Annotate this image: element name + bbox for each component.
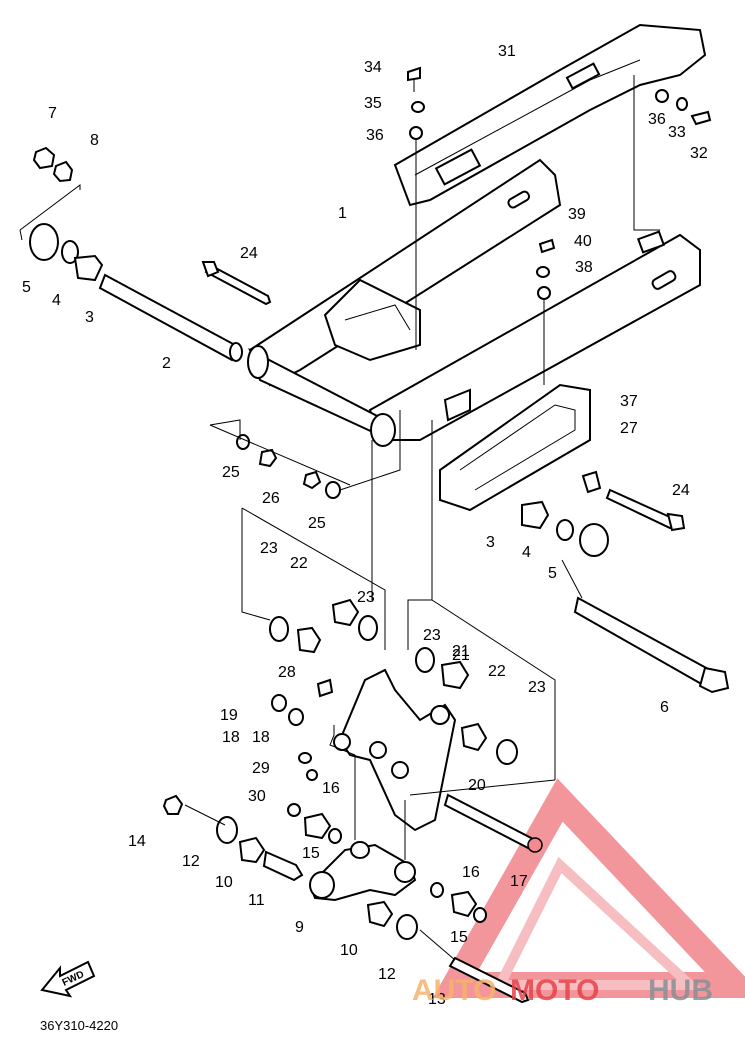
- part-label-23: 23: [423, 627, 441, 644]
- part-label-35: 35: [364, 95, 382, 112]
- part-label-12: 12: [378, 966, 396, 983]
- part-label-27: 27: [620, 420, 638, 437]
- part-label-31: 31: [498, 43, 516, 60]
- bolt-17: [443, 793, 540, 852]
- leader-lines: [19, 75, 660, 961]
- axle-bolt: [573, 596, 730, 694]
- part-label-16: 16: [462, 864, 480, 881]
- part-label-33: 33: [668, 124, 686, 141]
- part-label-18: 18: [222, 729, 240, 746]
- part-label-24: 24: [240, 245, 258, 262]
- part-label-7: 7: [48, 105, 57, 122]
- part-label-25: 25: [308, 515, 326, 532]
- part-label-17: 17: [510, 873, 528, 890]
- part-label-38: 38: [575, 259, 593, 276]
- chain-guard: [393, 23, 707, 207]
- part-label-37: 37: [620, 393, 638, 410]
- watermark-text: AUTO MOTO HUB: [412, 974, 713, 1007]
- part-label-26: 26: [262, 490, 280, 507]
- part-label-3: 3: [486, 534, 495, 551]
- part-label-10: 10: [340, 942, 358, 959]
- part-label-4: 4: [52, 292, 61, 309]
- part-label-8: 8: [90, 132, 99, 149]
- diagram-code: 36Y310-4220: [40, 1018, 118, 1033]
- part-label-20: 20: [468, 777, 486, 794]
- watermark-moto: MOTO: [510, 974, 599, 1007]
- part-label-1: 1: [338, 205, 347, 222]
- part-label-3: 3: [85, 309, 94, 326]
- chain-case: [439, 383, 591, 512]
- part-label-13: 13: [428, 991, 446, 1008]
- part-label-22: 22: [488, 663, 506, 680]
- small-parts: [29, 66, 712, 940]
- part-label-18: 18: [252, 729, 270, 746]
- part-label-21: 21: [452, 643, 470, 660]
- part-label-39: 39: [568, 206, 586, 223]
- relay-arm: [333, 668, 457, 832]
- part-label-15: 15: [302, 845, 320, 862]
- swingarm: [247, 158, 701, 447]
- part-label-15: 15: [450, 929, 468, 946]
- part-label-16: 16: [322, 780, 340, 797]
- part-label-40: 40: [574, 233, 592, 250]
- part-label-29: 29: [252, 760, 270, 777]
- watermark-hub: HUB: [648, 974, 713, 1007]
- part-label-6: 6: [660, 699, 669, 716]
- watermark-logo: [432, 778, 745, 998]
- part-label-30: 30: [248, 788, 266, 805]
- part-label-23: 23: [528, 679, 546, 696]
- part-label-19: 19: [220, 707, 238, 724]
- part-label-22: 22: [290, 555, 308, 572]
- part-label-12: 12: [182, 853, 200, 870]
- pivot-shaft: [98, 273, 243, 362]
- fwd-arrow-icon: FWD: [40, 960, 96, 998]
- part-label-9: 9: [295, 919, 304, 936]
- part-label-14: 14: [128, 833, 146, 850]
- bolt-24-left: [201, 261, 272, 306]
- part-label-24: 24: [672, 482, 690, 499]
- part-label-2: 2: [162, 355, 171, 372]
- part-label-10: 10: [215, 874, 233, 891]
- connecting-rod: [308, 841, 417, 902]
- part-label-28: 28: [278, 664, 296, 681]
- bolt-13: [448, 956, 530, 1004]
- part-label-36: 36: [366, 127, 384, 144]
- part-labels: 1234567891011121314151617181920212223242…: [22, 43, 708, 1008]
- part-label-34: 34: [364, 59, 382, 76]
- part-label-36: 36: [648, 111, 666, 128]
- part-label-23: 23: [357, 589, 375, 606]
- part-label-25: 25: [222, 464, 240, 481]
- watermark-auto: AUTO: [412, 974, 496, 1007]
- bolt-24-right: [605, 488, 686, 532]
- part-label-5: 5: [548, 565, 557, 582]
- part-label-4: 4: [522, 544, 531, 561]
- part-label-32: 32: [690, 145, 708, 162]
- part-label-11: 11: [248, 892, 265, 909]
- part-label-21: 21: [452, 647, 470, 664]
- part-label-5: 5: [22, 279, 31, 296]
- part-label-23: 23: [260, 540, 278, 557]
